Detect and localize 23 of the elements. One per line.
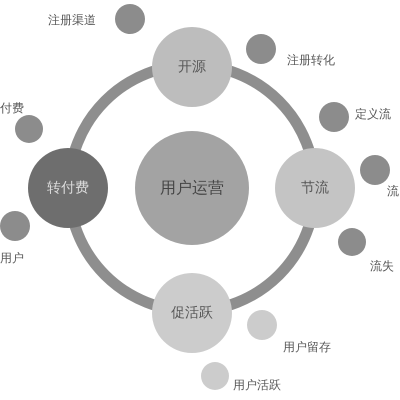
node-label: 促活跃 — [171, 304, 213, 322]
satellite-circle — [246, 34, 276, 64]
satellite-circle — [201, 362, 229, 390]
circle-caption: 流 — [387, 183, 399, 200]
node-label: 用户运营 — [160, 178, 224, 198]
satellite-circle — [319, 102, 349, 132]
circle-caption: 用户活跃 — [233, 377, 281, 394]
satellite-circle — [115, 4, 145, 34]
circle-caption: 用户 — [0, 250, 24, 267]
node-label: 开源 — [178, 58, 206, 76]
circle-caption: 流失 — [370, 258, 394, 275]
circle-caption: 定义流 — [355, 106, 391, 123]
circle-caption: 付费 — [0, 100, 24, 117]
satellite-circle — [15, 115, 43, 143]
satellite-circle — [338, 228, 366, 256]
node-label: 转付费 — [47, 179, 89, 197]
satellite-circle — [247, 310, 277, 340]
node-label: 节流 — [301, 179, 329, 197]
circle-caption: 注册转化 — [287, 52, 335, 69]
satellite-circle — [360, 155, 390, 185]
circle-caption: 用户留存 — [283, 339, 331, 356]
circle-caption: 注册渠道 — [48, 12, 96, 29]
satellite-circle — [0, 211, 30, 241]
